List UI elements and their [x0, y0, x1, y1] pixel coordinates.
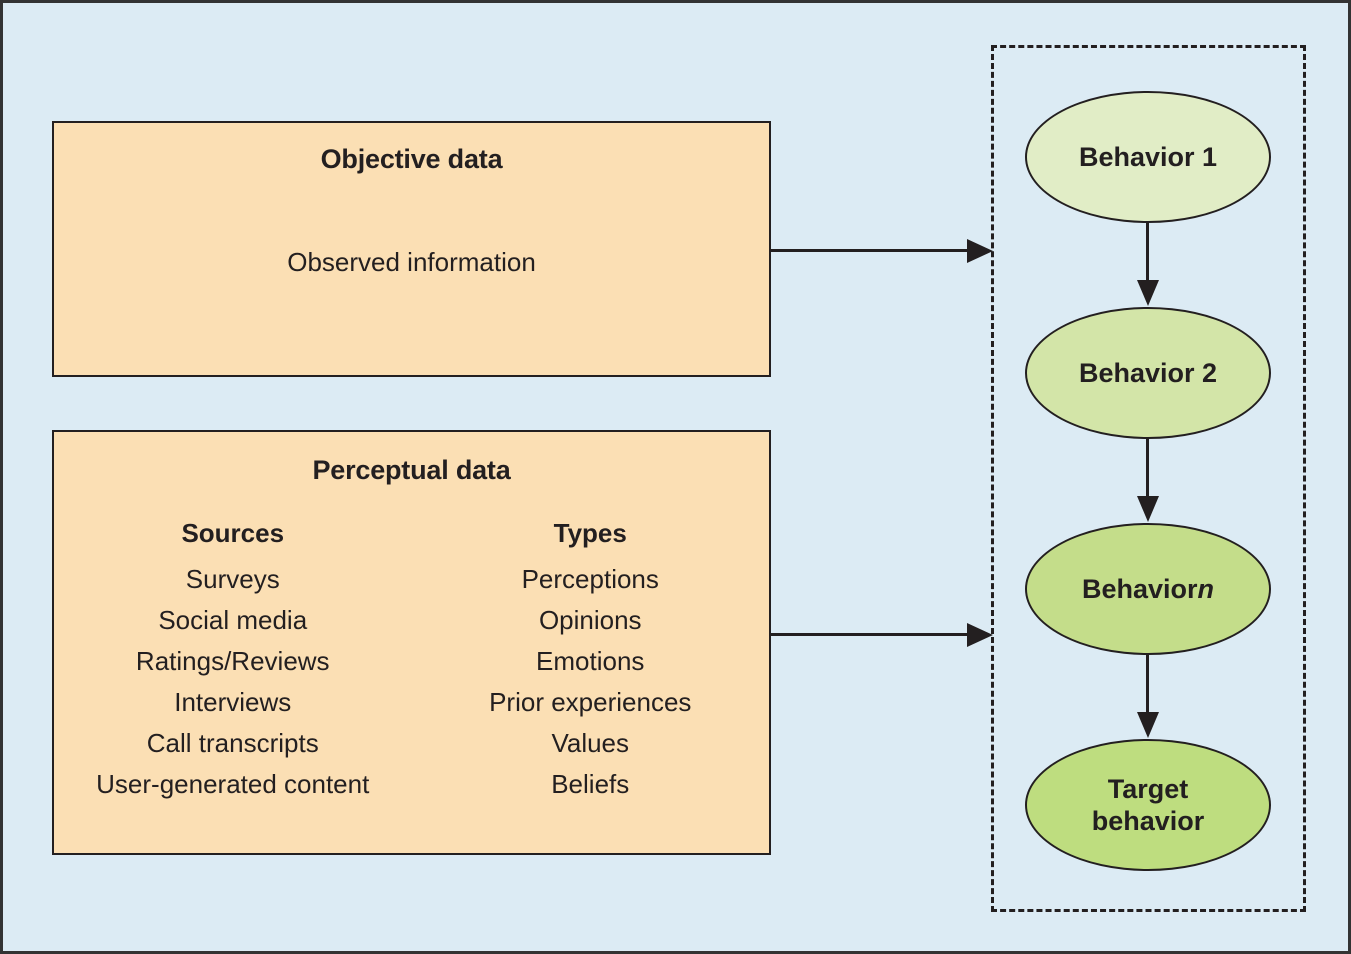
- list-item: Ratings/Reviews: [135, 646, 330, 676]
- list-item: Emotions: [536, 646, 645, 676]
- list-item: User-generated content: [96, 769, 370, 799]
- behavior-node-n: Behavior n: [1025, 523, 1271, 655]
- list-item: Opinions: [538, 605, 642, 635]
- types-heading: Types: [553, 518, 627, 548]
- arrow-shaft: [771, 249, 971, 252]
- target-behavior-label: Target behavior: [1092, 773, 1205, 837]
- arrow-right-icon-perceptual: [771, 623, 993, 647]
- sources-list: Surveys Social media Ratings/Reviews Int…: [54, 559, 412, 805]
- arrow-head: [1137, 280, 1159, 306]
- list-item: Surveys: [185, 564, 280, 594]
- arrow-down-icon-3: [1137, 654, 1159, 740]
- arrow-down-icon-2: [1137, 438, 1159, 524]
- arrow-shaft: [1146, 654, 1149, 714]
- arrow-shaft: [771, 633, 971, 636]
- perceptual-data-title: Perceptual data: [312, 455, 511, 485]
- behavior-chain-container: [991, 45, 1306, 912]
- list-item: Perceptions: [521, 564, 659, 594]
- arrow-head: [1137, 712, 1159, 738]
- perceptual-data-box: Perceptual data Sources Surveys Social m…: [52, 430, 771, 855]
- list-item: Interviews: [174, 687, 292, 717]
- target-behavior-line-2: behavior: [1091, 806, 1205, 836]
- target-behavior-node: Target behavior: [1025, 739, 1271, 871]
- list-item: Beliefs: [551, 769, 630, 799]
- behavior-node-label: Behavior 2: [1078, 358, 1218, 388]
- arrow-head: [967, 239, 993, 263]
- list-item: Call transcripts: [146, 728, 319, 758]
- types-list: Perceptions Opinions Emotions Prior expe…: [412, 559, 770, 805]
- arrow-shaft: [1146, 438, 1149, 498]
- objective-data-box: Objective data Observed information: [52, 121, 771, 377]
- sources-heading: Sources: [181, 518, 285, 548]
- perceptual-columns: Sources Surveys Social media Ratings/Rev…: [54, 518, 769, 805]
- list-item: Social media: [158, 605, 308, 635]
- behavior-node-1: Behavior 1: [1025, 91, 1271, 223]
- arrow-right-icon-objective: [771, 239, 993, 263]
- types-column: Types Perceptions Opinions Emotions Prio…: [412, 518, 770, 805]
- objective-data-title: Objective data: [320, 144, 503, 174]
- target-behavior-line-1: Target: [1107, 774, 1189, 804]
- list-item: Values: [551, 728, 630, 758]
- behavior-node-label-italic: n: [1197, 574, 1215, 604]
- arrow-head: [1137, 496, 1159, 522]
- list-item: Prior experiences: [489, 687, 692, 717]
- arrow-head: [967, 623, 993, 647]
- behavior-node-label: Behavior 1: [1078, 142, 1218, 172]
- behavior-node-label-prefix: Behavior: [1081, 574, 1198, 604]
- arrow-shaft: [1146, 222, 1149, 282]
- behavior-node-2: Behavior 2: [1025, 307, 1271, 439]
- arrow-down-icon-1: [1137, 222, 1159, 308]
- objective-data-body: Observed information: [287, 247, 536, 277]
- sources-column: Sources Surveys Social media Ratings/Rev…: [54, 518, 412, 805]
